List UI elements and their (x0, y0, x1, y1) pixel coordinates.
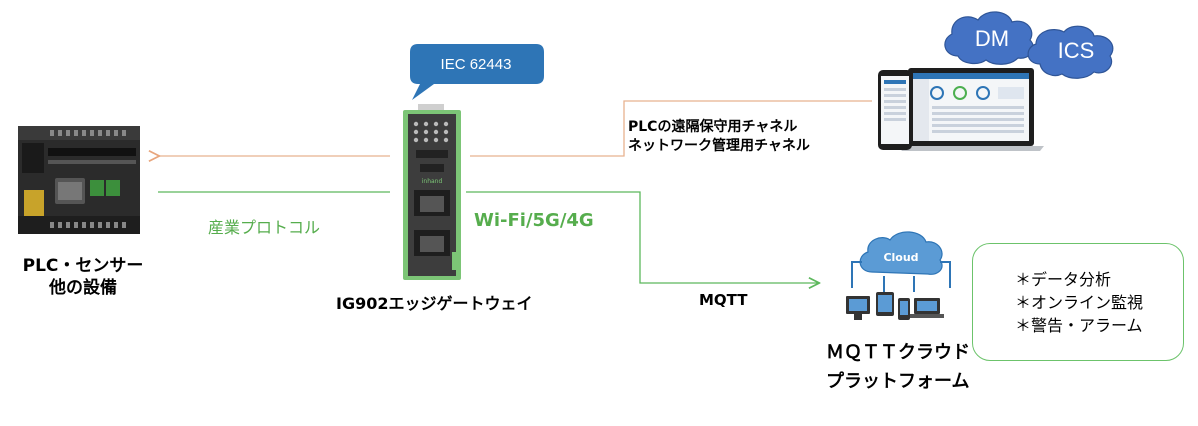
management-channel-line (470, 100, 872, 157)
feature-item: ＊オンライン監視 (1015, 293, 1144, 312)
industrial-protocol-label: 産業プロトコル (208, 218, 321, 237)
callout-bubble (410, 44, 544, 100)
cloud-platform-label: ＭＱＴＴクラウド プラットフォーム (826, 338, 970, 396)
feature-item: ＊警告・アラーム (1015, 316, 1143, 335)
iec-callout-label: IEC 62443 (440, 55, 512, 73)
cloud-icon-label: Cloud (883, 251, 919, 264)
wireless-label: Wi-Fi/5G/4G (474, 210, 594, 231)
plc-device-icon (18, 126, 140, 234)
feature-item: ＊データ分析 (1015, 270, 1112, 289)
dm-cloud-icon (944, 11, 1034, 65)
remote-channel-label-line1: PLCの遠隔保守用チャネル (628, 119, 798, 135)
laptop-phone-icon (878, 68, 1044, 151)
cloud-platform-label-line1: ＭＱＴＴクラウド (826, 342, 970, 363)
remote-channel-label: PLCの遠隔保守用チャネル ネットワーク管理用チャネル (628, 118, 810, 156)
plc-device-label-line1: PLC・センサー (22, 256, 144, 276)
cloud-platform-label-line2: プラットフォーム (826, 371, 970, 392)
ics-cloud-label: ICS (1057, 38, 1095, 63)
dm-cloud-label: DM (974, 26, 1010, 51)
cloud-platform-icon (846, 231, 951, 320)
ics-cloud-icon (1027, 25, 1114, 79)
remote-channel-label-line2: ネットワーク管理用チャネル (628, 138, 810, 154)
plc-device-label-line2: 他の設備 (49, 278, 117, 298)
feature-list-box: ＊データ分析 ＊オンライン監視 ＊警告・アラーム (972, 243, 1184, 361)
mqtt-label: MQTT (699, 291, 748, 309)
mqtt-line (466, 191, 818, 283)
gateway-device-icon: inhand (403, 104, 461, 280)
plc-device-label: PLC・センサー 他の設備 (18, 255, 148, 299)
svg-text:inhand: inhand (422, 178, 443, 185)
gateway-label: IG902エッジゲートウェイ (336, 294, 533, 313)
